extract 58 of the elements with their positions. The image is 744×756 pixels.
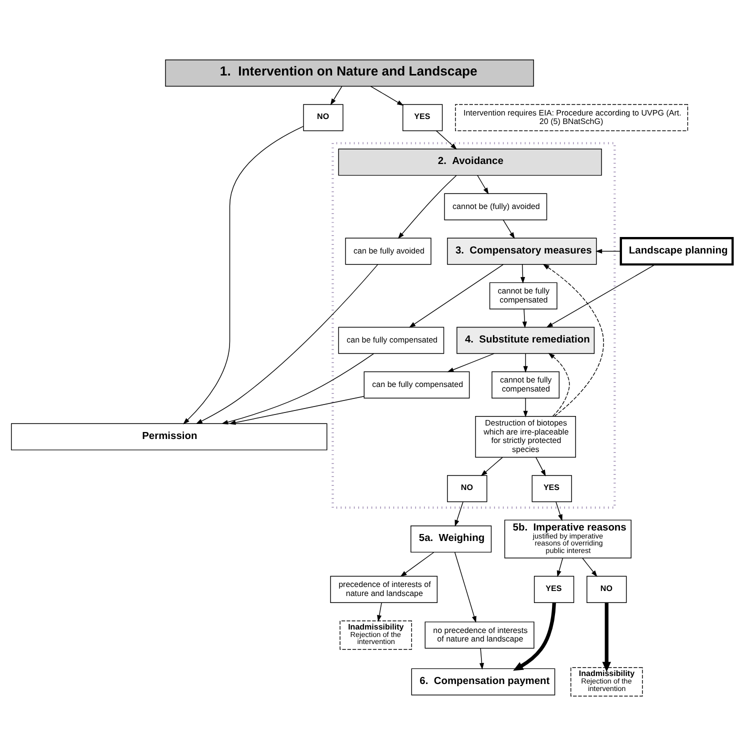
node-box: no precedence of interests of nature and landscape	[424, 622, 534, 649]
arrow	[183, 126, 304, 424]
node-box: precedence of interests of nature and landscape	[330, 576, 438, 603]
node-box: 2. Avoidance	[338, 148, 602, 176]
arrow	[330, 86, 342, 106]
arrow	[523, 398, 528, 418]
node-box: 5a. Weighing	[410, 526, 492, 553]
node-box: Destruction of biotopes which are irre-placeable for strictly protected species	[475, 416, 576, 458]
node-box: 6. Compensation payment	[411, 668, 556, 696]
arrow	[479, 648, 484, 670]
node-box: can be fully compensated	[338, 326, 444, 354]
arrow	[556, 502, 562, 522]
node-box: Intervention requires EIA: Procedure according to UVPG (Art. 20 (5) BNatSchG)	[455, 104, 688, 132]
arrow	[602, 602, 612, 672]
arrow	[454, 552, 476, 623]
arrow	[370, 86, 404, 106]
node-box: Permission	[11, 423, 328, 450]
node-box: 4. Substitute remediation	[456, 326, 595, 354]
node-box: can be fully avoided	[345, 238, 432, 265]
arrow	[436, 130, 457, 150]
node-box: NO	[303, 104, 344, 132]
arrow	[408, 264, 504, 328]
node-box: YES	[402, 104, 443, 132]
arrow	[447, 353, 494, 372]
arrow	[229, 396, 364, 425]
node-box: YES	[534, 576, 574, 603]
node-box: YES	[532, 475, 572, 502]
node-box: can be fully compensated	[364, 371, 470, 398]
arrow	[556, 558, 564, 578]
arrow	[548, 352, 570, 417]
arrow	[454, 502, 464, 527]
node-box: 1. Intervention on Nature and Landscape	[165, 60, 534, 87]
arrow	[398, 175, 457, 239]
arrow	[377, 602, 382, 622]
arrow	[477, 175, 489, 194]
node-box: Inadmissibility Rejection of the intervention	[570, 667, 643, 696]
node-box: 5b. Imperative reasons justified by imperative reasons of overriding public interest	[504, 520, 632, 558]
arrow	[523, 353, 528, 373]
arrow	[502, 220, 515, 239]
node-box: NO	[586, 576, 627, 603]
arrow	[582, 558, 598, 577]
arrow	[196, 264, 378, 424]
arrow	[513, 602, 556, 671]
node-box: cannot be fully compensated	[489, 282, 558, 310]
arrow	[480, 457, 503, 476]
node-box: cannot be fully compensated	[492, 371, 560, 398]
arrow	[522, 308, 527, 328]
arrow	[542, 264, 604, 417]
arrow	[400, 552, 434, 577]
arrow	[596, 248, 622, 254]
node-box: Inadmissibility Rejection of the intervention	[340, 620, 412, 650]
arrow	[536, 457, 546, 476]
arrow	[546, 264, 656, 328]
node-box: NO	[447, 475, 488, 502]
arrow	[520, 264, 526, 284]
node-box: Landscape planning	[620, 237, 734, 266]
node-box: 3. Compensatory measures	[447, 238, 597, 265]
node-box: cannot be (fully) avoided	[444, 193, 548, 220]
